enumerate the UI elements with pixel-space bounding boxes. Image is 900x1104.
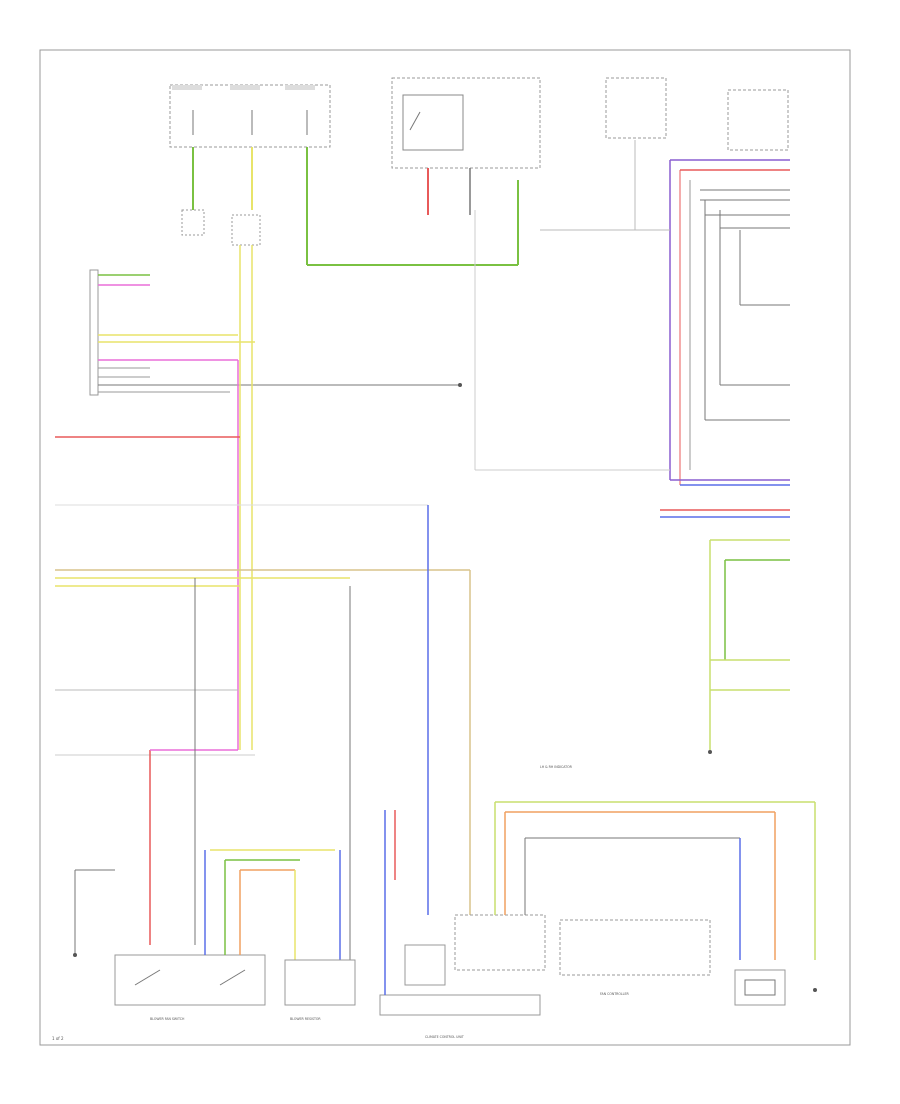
page-indicator: 1 of 2 xyxy=(52,1036,64,1041)
fuse-box-top-left xyxy=(169,84,331,148)
legend-note: LH & RH INDICATOR xyxy=(540,765,573,769)
blower-fan-switch: BLOWER FAN SWITCH xyxy=(114,954,266,1021)
svg-text:CLIMATE CONTROL UNIT: CLIMATE CONTROL UNIT xyxy=(425,1035,464,1039)
diode-left xyxy=(181,209,205,236)
relay-top-center xyxy=(391,77,541,169)
ground-bottom-right xyxy=(813,988,817,992)
svg-text:FAN CONTROLLER: FAN CONTROLLER xyxy=(600,992,629,996)
ground-right xyxy=(708,750,712,754)
left-connector-block xyxy=(89,269,460,396)
ground-left xyxy=(73,953,77,957)
climate-control-unit: CLIMATE CONTROL UNIT FAN CONTROLLER xyxy=(379,914,711,1039)
diode-mid xyxy=(231,214,261,246)
svg-text:BLOWER RESISTOR: BLOWER RESISTOR xyxy=(290,1017,321,1021)
svg-text:BLOWER FAN SWITCH: BLOWER FAN SWITCH xyxy=(150,1017,185,1021)
blower-resistor: BLOWER RESISTOR xyxy=(284,959,356,1021)
blower-motor xyxy=(734,969,786,1006)
relay-top-right xyxy=(605,77,667,139)
ground-terminal-mid xyxy=(458,383,462,387)
connector-top-right xyxy=(727,89,789,151)
diagram-border xyxy=(39,49,851,1046)
